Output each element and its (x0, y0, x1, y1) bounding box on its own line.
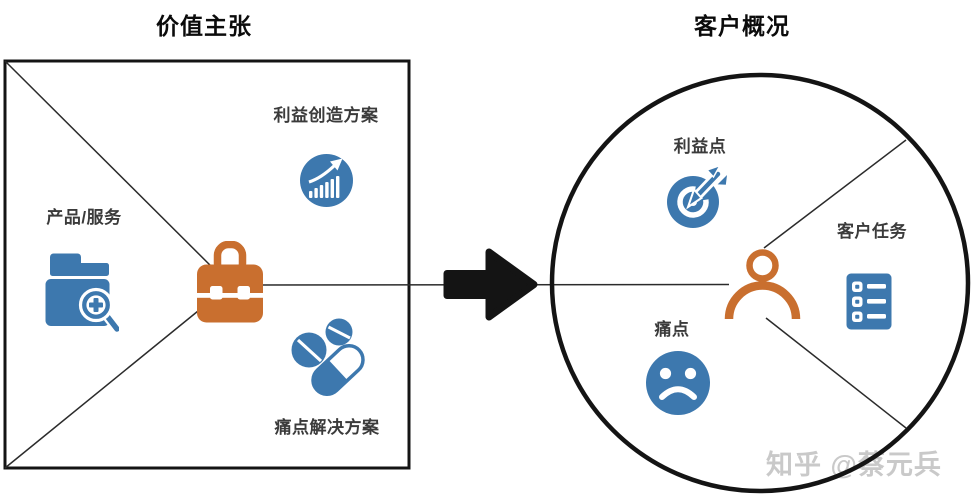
checklist-icon (846, 273, 892, 330)
value-map-title: 价值主张 (156, 13, 252, 39)
pains-label: 痛点 (654, 320, 690, 339)
folder-search-icon (45, 253, 119, 334)
briefcase-icon (197, 241, 263, 323)
growth-chart-icon (300, 154, 353, 207)
person-icon (724, 249, 801, 320)
ray-upper-right (763, 139, 907, 249)
gains-label: 利益点 (673, 137, 727, 156)
arrow-right-icon (443, 248, 538, 321)
customer-profile-circle (549, 72, 971, 494)
ray-lower-right (765, 317, 907, 429)
pills-icon (291, 318, 365, 396)
diagonal-top-left (4, 60, 231, 286)
pain-relievers-label: 痛点解决方案 (274, 418, 380, 437)
diagonal-bottom-left (4, 284, 231, 469)
gain-creators-label: 利益创造方案 (273, 106, 379, 125)
watermark: 知乎 @蔡元兵 (766, 450, 942, 480)
target-dart-icon (667, 165, 729, 228)
value-map-square (3, 59, 411, 470)
customer-jobs-label: 客户任务 (837, 222, 907, 241)
products-services-label: 产品/服务 (46, 208, 122, 227)
sad-face-icon (646, 351, 710, 415)
customer-profile-title: 客户概况 (694, 13, 790, 39)
